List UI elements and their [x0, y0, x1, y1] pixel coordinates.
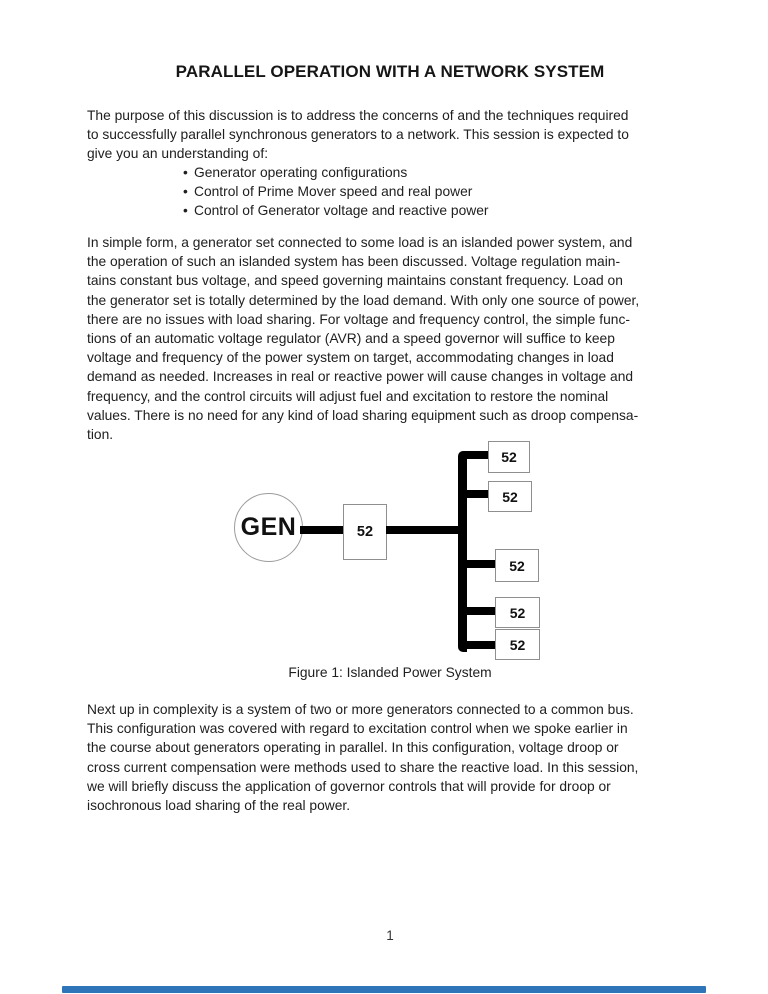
wire-breaker-to-bus — [386, 526, 464, 534]
bullet-text: Generator operating configurations — [194, 165, 408, 180]
bullet-text: Control of Generator voltage and reactiv… — [194, 203, 489, 219]
main-breaker-label: 52 — [356, 524, 374, 540]
document-title: PARALLEL OPERATION WITH A NETWORK SYSTEM — [175, 62, 605, 81]
generator-circle: GEN — [234, 493, 303, 562]
body-paragraph-2: Next up in complexity is a system of two… — [87, 702, 639, 814]
bullet-item: • Control of Prime Mover speed and real … — [183, 182, 489, 201]
feeder-stub — [463, 641, 496, 649]
feeder-breaker-box: 52 — [495, 629, 540, 660]
bullet-marker: • — [183, 184, 188, 200]
feeder-breaker-label: 52 — [509, 604, 526, 621]
generator-label: GEN — [240, 513, 297, 541]
body-paragraph-1: In simple form, a generator set connecte… — [87, 235, 640, 443]
page-number: 1 — [386, 928, 394, 943]
feeder-breaker-label: 52 — [502, 488, 518, 505]
feeder-stub — [463, 490, 489, 498]
intro-paragraph: The purpose of this discussion is to add… — [87, 108, 629, 162]
bullet-item: • Control of Generator voltage and react… — [183, 201, 489, 220]
feeder-breaker-label: 52 — [509, 557, 525, 574]
feeder-breaker-label: 52 — [501, 449, 517, 465]
bullet-text: Control of Prime Mover speed and real po… — [194, 184, 473, 200]
feeder-stub — [463, 560, 496, 568]
wire-generator-to-breaker — [300, 526, 346, 534]
figure-caption: Figure 1: Islanded Power System — [288, 665, 492, 680]
footer-bar — [62, 986, 706, 993]
feeder-breaker-box: 52 — [488, 481, 532, 512]
feeder-stub — [463, 607, 496, 615]
feeder-breaker-label: 52 — [509, 636, 526, 653]
bullet-list: • Generator operating configurations • C… — [183, 163, 489, 221]
bullet-item: • Generator operating configurations — [183, 163, 489, 182]
bus-bar — [458, 451, 467, 652]
bullet-marker: • — [183, 203, 188, 219]
main-breaker-box: 52 — [343, 504, 387, 560]
feeder-breaker-box: 52 — [495, 549, 539, 582]
feeder-breaker-box: 52 — [488, 441, 530, 473]
feeder-breaker-box: 52 — [495, 597, 540, 628]
bullet-marker: • — [183, 165, 188, 180]
feeder-stub — [463, 451, 489, 459]
